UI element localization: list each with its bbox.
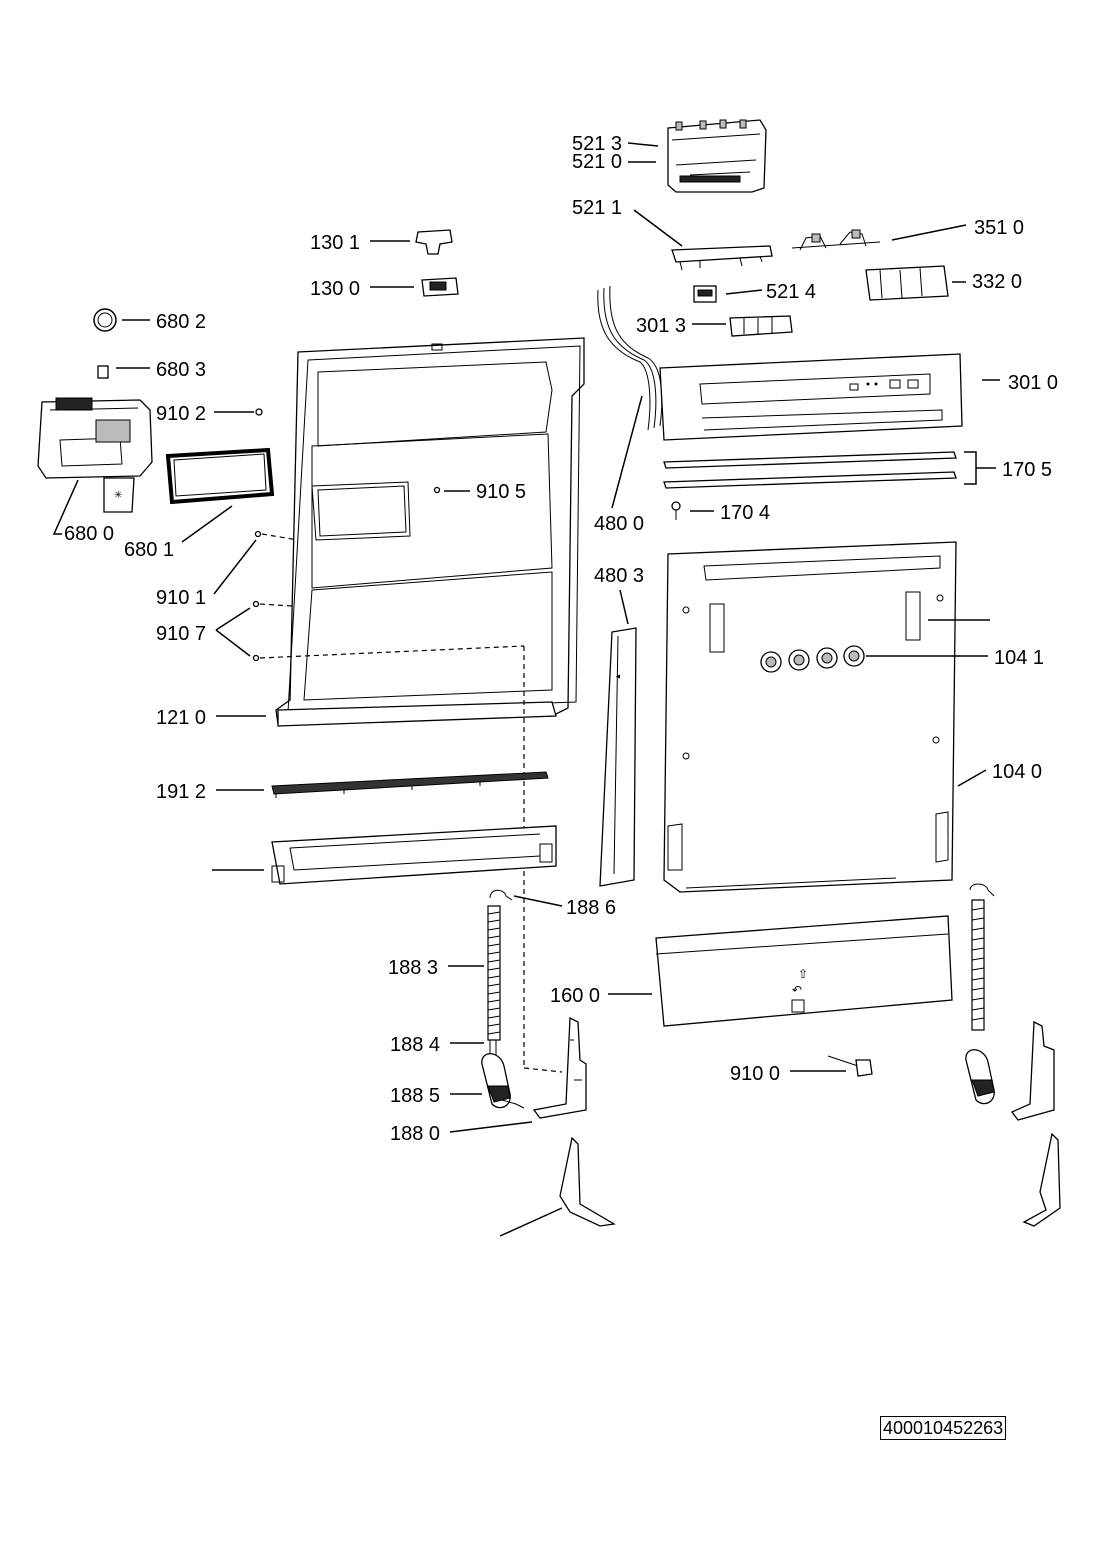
label-680-3: 680 3: [156, 359, 206, 381]
label-521-1: 521 1: [572, 197, 622, 219]
key-910-0-part: [827, 1055, 873, 1077]
screw-910-5-part: [433, 486, 441, 494]
hinge-cover-left-part: [559, 1136, 616, 1227]
pin-170-4-part: [671, 501, 681, 520]
label-910-0: 910 0: [730, 1063, 780, 1085]
bracket-521-1-part: [671, 245, 773, 271]
svg-text:⇧: ⇧: [798, 967, 808, 981]
label-170-4: 170 4: [720, 502, 770, 524]
label-160-0: 160 0: [550, 985, 600, 1007]
label-680-2: 680 2: [156, 311, 206, 333]
svg-text:✳: ✳: [114, 490, 122, 501]
label-170-5: 170 5: [1002, 459, 1052, 481]
trim-strips-170-5-part: [663, 451, 957, 489]
label-188-4: 188 4: [390, 1034, 440, 1056]
clip-680-3-part: [97, 365, 109, 379]
label-680-1: 680 1: [124, 539, 174, 561]
label-130-1: 130 1: [310, 232, 360, 254]
label-351-0: 351 0: [974, 217, 1024, 239]
channel-480-3-part: ▲: [599, 627, 637, 887]
ring-680-2-part: [93, 308, 117, 332]
spring-188-3-part: [487, 905, 501, 1041]
screw-910-2-part: [255, 408, 263, 416]
label-910-1: 910 1: [156, 587, 206, 609]
inner-door-121-0-part: [275, 337, 585, 727]
connector-521-4-part: [693, 285, 717, 303]
hinge-bracket-left-188-0-part: [532, 1016, 587, 1119]
wire-harness-480-0-part: [597, 285, 663, 431]
label-332-0: 332 0: [972, 271, 1022, 293]
label-301-3: 301 3: [636, 315, 686, 337]
label-521-0: 521 0: [572, 151, 622, 173]
label-188-3: 188 3: [388, 957, 438, 979]
label-104-0: 104 0: [992, 761, 1042, 783]
screw-910-7a-part: [252, 600, 260, 608]
control-panel-301-0-part: [659, 353, 963, 441]
hinge-arm-left-part: [481, 1040, 525, 1109]
hinge-set-right-part: [965, 883, 1061, 1227]
label-191-2: 191 2: [156, 781, 206, 803]
label-130-0: 130 0: [310, 278, 360, 300]
svg-text:↶: ↶: [792, 983, 802, 997]
label-104-1: 104 1: [994, 647, 1044, 669]
seal-680-1-part: [165, 447, 275, 505]
bottom-frame-part: [271, 825, 557, 885]
latch-130-0-part: [421, 277, 459, 297]
kick-plate-160-0-part: ⇧ ↶: [655, 915, 953, 1027]
svg-text:▲: ▲: [615, 673, 622, 680]
label-188-5: 188 5: [390, 1085, 440, 1107]
wiring-351-0-part: [791, 229, 881, 251]
label-680-0: 680 0: [64, 523, 114, 545]
label-521-3: 521 3: [572, 133, 622, 155]
outer-door-104-0-part: [663, 541, 957, 893]
buttons-301-3-part: [729, 315, 793, 337]
label-480-3: 480 3: [594, 565, 644, 587]
unit-332-0-part: [865, 265, 949, 301]
label-521-4: 521 4: [766, 281, 816, 303]
screw-910-7b-part: [252, 654, 260, 662]
label-121-0: 121 0: [156, 707, 206, 729]
label-480-0: 480 0: [594, 513, 644, 535]
label-188-0: 188 0: [390, 1123, 440, 1145]
label-910-2: 910 2: [156, 403, 206, 425]
label-301-0: 301 0: [1008, 372, 1058, 394]
latch-130-1-part: [415, 229, 453, 255]
label-910-5: 910 5: [476, 481, 526, 503]
label-188-6: 188 6: [566, 897, 616, 919]
control-module-part: [667, 119, 767, 193]
hook-188-6-part: [489, 889, 513, 901]
strip-191-2-part: [271, 771, 549, 798]
dispenser-680-0-part: ✳: [37, 397, 153, 513]
label-910-7: 910 7: [156, 623, 206, 645]
screw-910-1-part: [254, 530, 262, 538]
document-id-box: 400010452263: [880, 1416, 1007, 1440]
knobs-104-1-part: [760, 645, 865, 673]
